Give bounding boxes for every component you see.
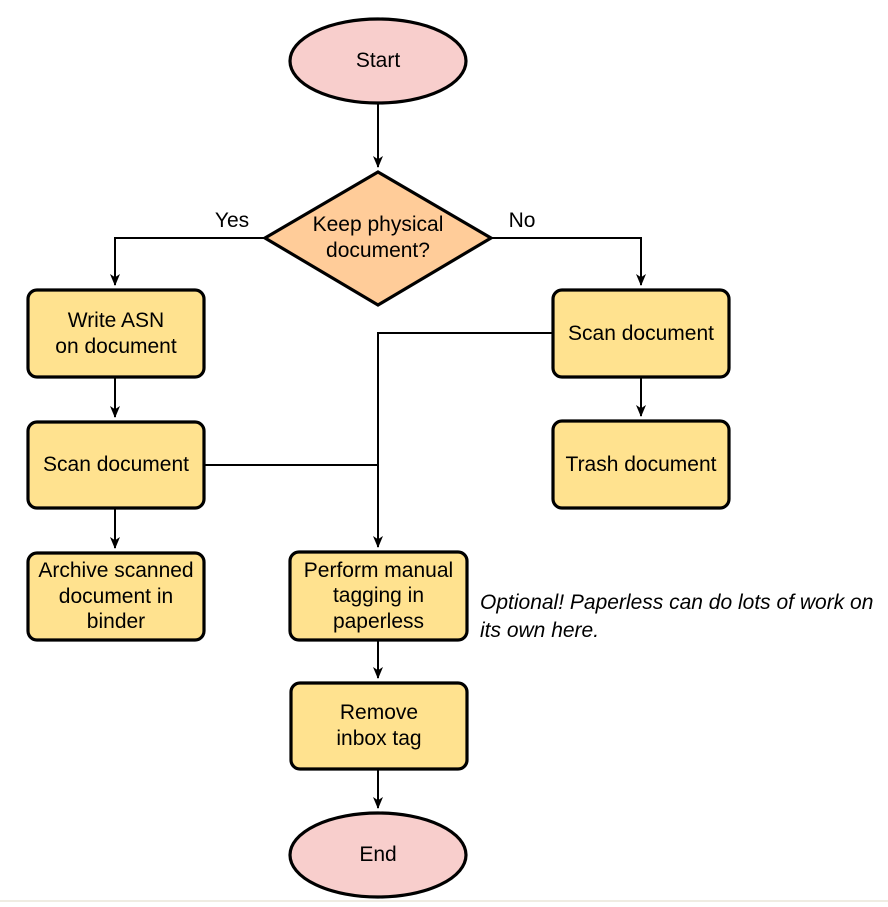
edge-decision-no-to-scan-right [492, 237, 646, 286]
scan-left-process-shape [26, 420, 206, 510]
write-asn-node-label: Write ASN on document [55, 308, 177, 358]
end-terminator-shape [288, 811, 468, 899]
nodes [26, 17, 731, 899]
scan-right-process-shape [551, 288, 731, 379]
write-asn-process-shape [26, 288, 206, 379]
trash-process-shape [551, 419, 731, 510]
scan-left-node-label: Scan document [43, 453, 189, 477]
no-edge-label: No [508, 209, 536, 232]
start-terminator-shape [288, 17, 468, 105]
scan-right-node-label: Scan document [568, 321, 714, 345]
archive-process-shape [26, 551, 206, 642]
yes-edge-label: Yes [214, 209, 250, 232]
connectors [110, 104, 646, 809]
remove-inbox-process-shape [289, 681, 469, 771]
edge-scan-right-to-perform-tagging [373, 332, 552, 548]
decision-node-label: Keep physical document? [312, 213, 444, 262]
edge-decision-yes-to-write-asn [110, 237, 264, 286]
start-node-label: Start [355, 49, 401, 73]
remove-inbox-node-label: Remove inbox tag [336, 701, 422, 750]
perform-tagging-node-label: Perform manual tagging in paperless [303, 558, 454, 633]
archive-node-label: Archive scanned document in binder [38, 559, 194, 634]
bottom-edge-divider [0, 900, 888, 902]
decision-diamond-shape [261, 170, 495, 307]
optional-note-text: Optional! Paperless can do lots of work … [480, 591, 874, 642]
end-node-label: End [359, 843, 397, 867]
trash-node-label: Trash document [565, 452, 717, 476]
perform-tagging-process-shape [288, 550, 469, 642]
